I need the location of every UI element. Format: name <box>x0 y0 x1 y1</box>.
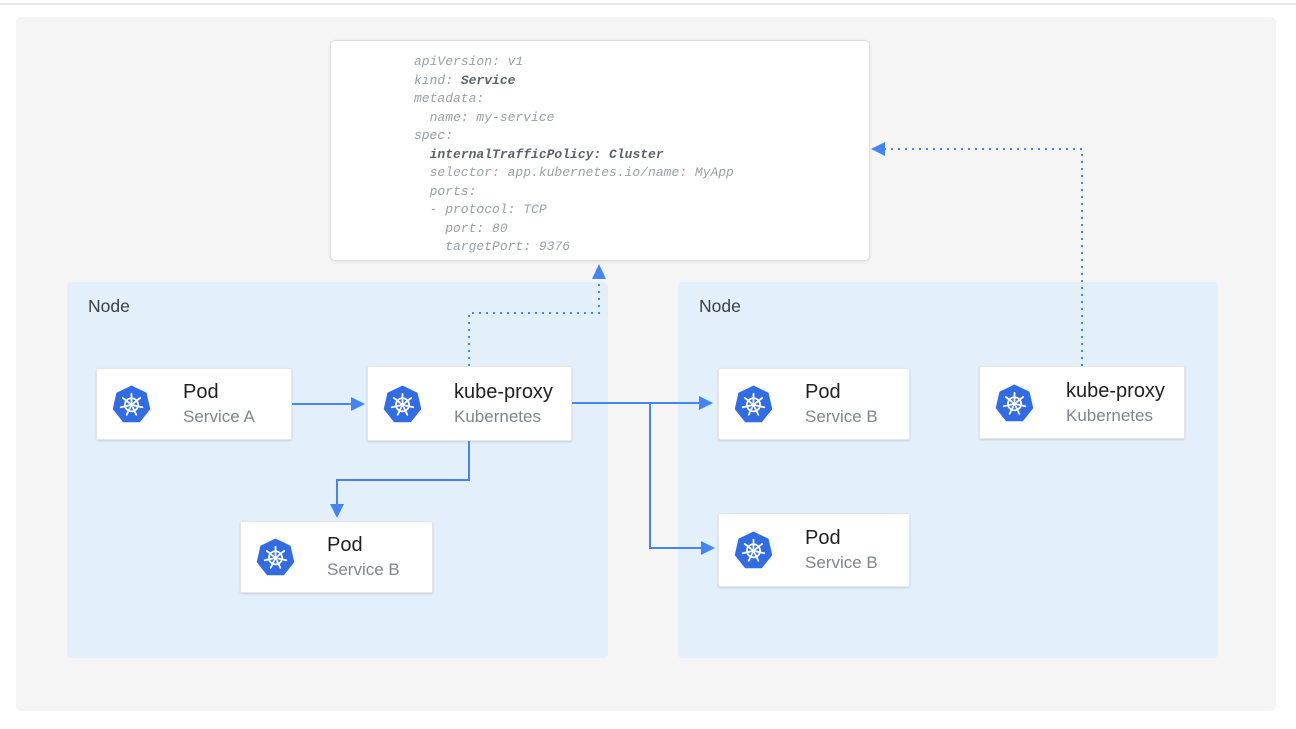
kubernetes-icon <box>994 382 1035 424</box>
yaml-line: apiVersion: v1 <box>414 54 524 69</box>
yaml-line: selector: app.kubernetes.io/name: MyApp <box>414 165 734 180</box>
card-title: Pod <box>805 527 841 549</box>
yaml-line: port: 80 <box>414 220 508 236</box>
yaml-line: metadata: <box>414 91 485 106</box>
yaml-line: spec: <box>414 128 454 143</box>
card-subtitle: Service A <box>183 407 255 426</box>
kubernetes-icon <box>733 383 774 425</box>
card-pod-service-a: Pod Service A <box>96 368 292 440</box>
node-box-right: Node Pod Service B Pod Service B <box>678 282 1218 658</box>
yaml-line: internalTrafficPolicy: Cluster <box>429 146 664 162</box>
kubernetes-icon <box>111 383 152 425</box>
yaml-line: targetPort: 9376 <box>414 239 571 254</box>
card-subtitle: Service B <box>805 553 878 572</box>
kubernetes-icon <box>382 383 423 425</box>
card-title: kube-proxy <box>1066 379 1165 402</box>
card-title: Pod <box>805 381 841 403</box>
yaml-line: kind: Service <box>414 72 516 88</box>
node-label: Node <box>88 296 130 316</box>
card-pod-service-b-right-bottom: Pod Service B <box>718 513 910 587</box>
card-pod-service-b-left: Pod Service B <box>240 521 433 593</box>
card-pod-service-b-right-top: Pod Service B <box>718 368 910 440</box>
yaml-line: - protocol: TCP <box>414 202 547 217</box>
kubernetes-icon <box>733 529 774 571</box>
card-subtitle: Kubernetes <box>1066 405 1153 425</box>
node-box-left: Node Pod Service A kube-proxy Kubernetes <box>67 282 608 658</box>
card-kube-proxy-right: kube-proxy Kubernetes <box>979 366 1185 439</box>
service-yaml-card: apiVersion: v1 kind: Service metadata: n… <box>330 40 870 261</box>
card-subtitle: Service B <box>805 407 878 426</box>
card-subtitle: Kubernetes <box>454 406 541 426</box>
node-label: Node <box>699 296 741 316</box>
yaml-line: ports: <box>414 183 477 199</box>
card-subtitle: Service B <box>327 560 400 579</box>
page-top-divider <box>0 3 1296 5</box>
card-title: Pod <box>183 381 219 403</box>
card-kube-proxy-left: kube-proxy Kubernetes <box>367 366 572 441</box>
service-yaml-text: apiVersion: v1 kind: Service metadata: n… <box>414 53 734 257</box>
kubernetes-icon <box>255 536 296 578</box>
card-title: Pod <box>327 534 363 556</box>
yaml-line: name: my-service <box>414 109 555 125</box>
card-title: kube-proxy <box>454 380 553 403</box>
